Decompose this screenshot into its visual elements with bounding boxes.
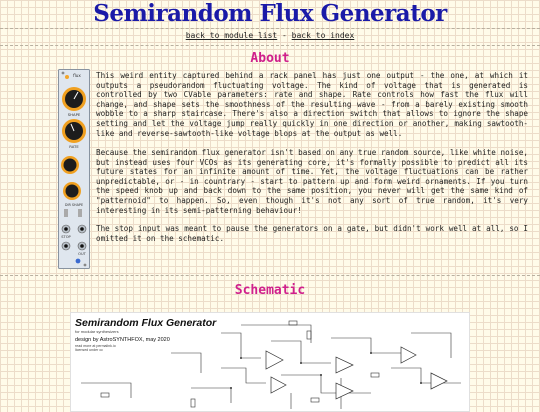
- nav-separator: -: [277, 31, 292, 40]
- module-panel-image: flux SHAPE RATE DIR SHAPE STOP OUT: [58, 69, 90, 269]
- jack: [77, 241, 87, 251]
- page-title: Semirandom Flux Generator: [93, 0, 447, 27]
- direction-switch: [64, 209, 68, 217]
- about-paragraph: Because the semirandom flux generator is…: [96, 148, 528, 215]
- cv-knob: [63, 182, 81, 200]
- jack: [77, 224, 87, 234]
- panel-label-dir: DIR SHAPE: [65, 203, 83, 207]
- breadcrumb: back to module list - back to index: [0, 31, 540, 41]
- divider: [0, 275, 540, 276]
- schematic-credit: design by AstroSYNTHFOX, may 2020: [75, 337, 170, 343]
- schematic-drawing: [81, 320, 461, 409]
- about-paragraph: The stop input was meant to pause the ge…: [96, 224, 528, 243]
- back-to-module-list-link[interactable]: back to module list: [185, 31, 278, 40]
- about-heading: About: [250, 51, 290, 66]
- schematic-title: Semirandom Flux Generator: [75, 317, 217, 329]
- jack: [61, 224, 71, 234]
- panel-label-out: OUT: [78, 252, 86, 256]
- rate-knob: [62, 119, 86, 143]
- cv-knob: [61, 156, 79, 174]
- panel-label-rate: RATE: [69, 144, 79, 149]
- divider: [0, 45, 540, 46]
- led-icon: [75, 258, 81, 264]
- panel-label-top: flux: [73, 73, 81, 78]
- schematic-heading: Schematic: [234, 283, 306, 298]
- panel-label-stop: STOP: [61, 235, 71, 239]
- schematic-image: Semirandom Flux Generator for modular sy…: [70, 312, 470, 412]
- schematic-license: read more at permalink.io licensed under…: [75, 344, 116, 353]
- jack: [61, 241, 71, 251]
- schematic-subtitle: for modular synthesizers: [75, 329, 119, 334]
- back-to-index-link[interactable]: back to index: [291, 31, 355, 40]
- shape-knob: [62, 87, 86, 111]
- divider: [0, 28, 540, 29]
- about-paragraph: This weird entity captured behind a rack…: [96, 71, 528, 138]
- shape-switch: [78, 209, 82, 217]
- panel-label-shape: SHAPE: [68, 112, 81, 117]
